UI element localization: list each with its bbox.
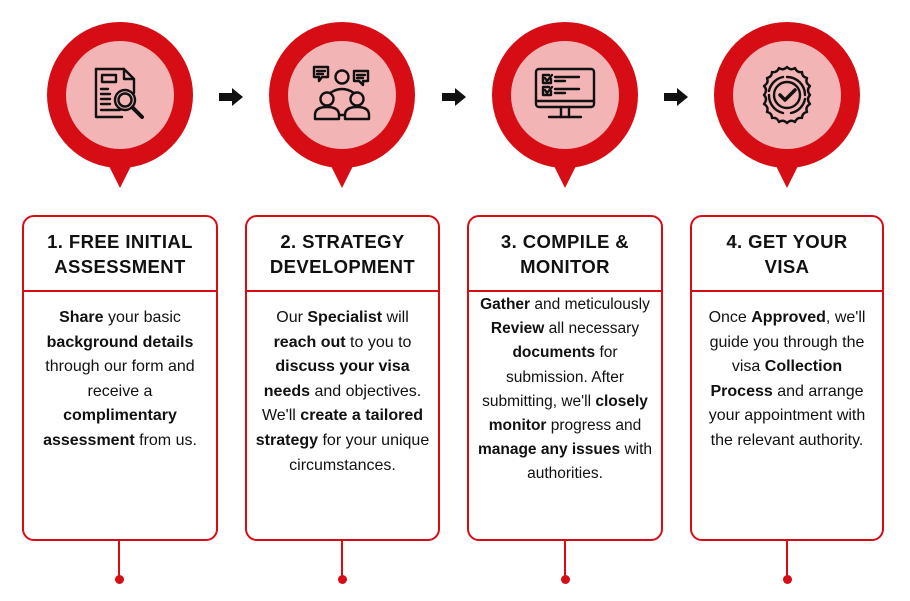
body-text: will bbox=[382, 309, 409, 326]
connector-line bbox=[786, 541, 788, 578]
right-arrow-icon bbox=[219, 88, 243, 106]
body-text: from us. bbox=[134, 431, 197, 449]
body-text: your basic bbox=[103, 309, 181, 326]
document-search-icon bbox=[94, 67, 144, 119]
connector-dot bbox=[560, 575, 570, 584]
emphasis-text: Gather bbox=[480, 296, 531, 313]
pin-inner-circle bbox=[288, 41, 396, 149]
body-text: and objectives. We'll bbox=[261, 382, 422, 425]
monitor-checklist-icon bbox=[534, 67, 596, 119]
step-description: Once Approved, we'll guide you through t… bbox=[692, 292, 882, 454]
body-text: Our bbox=[276, 309, 308, 326]
pin-inner-circle bbox=[66, 41, 174, 149]
emphasis-text: reach out bbox=[273, 333, 346, 351]
emphasis-text: discuss your visa needs bbox=[263, 358, 410, 400]
emphasis-text: Approved bbox=[751, 309, 826, 326]
emphasis-text: Collection Process bbox=[710, 358, 843, 400]
emphasis-text: complimentary assessment bbox=[43, 407, 177, 449]
body-text: and arrange your appointment with the re… bbox=[708, 382, 866, 449]
body-text: for submission. After submitting, we'll bbox=[482, 344, 625, 410]
pin-pointer bbox=[773, 160, 801, 188]
connector-dot bbox=[114, 575, 124, 584]
connector-dot bbox=[782, 575, 792, 584]
body-text: progress and bbox=[546, 417, 642, 435]
connector-line bbox=[341, 541, 343, 578]
step-3-pin bbox=[492, 22, 638, 188]
pin-pointer bbox=[106, 160, 134, 188]
body-text: through our form and receive a bbox=[45, 358, 195, 400]
step-1-pin bbox=[47, 22, 193, 188]
pin-inner-circle bbox=[511, 41, 619, 149]
connector-line bbox=[564, 541, 566, 578]
emphasis-text: documents bbox=[512, 344, 596, 362]
emphasis-text: background details bbox=[46, 333, 194, 351]
emphasis-text: Review bbox=[490, 320, 545, 338]
body-text: , we'll guide you through the visa bbox=[709, 309, 866, 376]
step-2-pin bbox=[269, 22, 415, 188]
connector-line bbox=[118, 541, 120, 578]
right-arrow-icon bbox=[664, 88, 688, 106]
body-text: for your unique circumstances. bbox=[289, 431, 430, 474]
emphasis-text: create a tailored strategy bbox=[255, 407, 424, 449]
step-description: Share your basic background details thro… bbox=[24, 292, 216, 454]
body-text: Once bbox=[708, 309, 752, 326]
step-description: Gather and meticulously Review all neces… bbox=[469, 292, 661, 487]
pin-pointer bbox=[551, 160, 579, 188]
right-arrow-icon bbox=[442, 88, 466, 106]
team-discussion-icon bbox=[312, 65, 371, 121]
emphasis-text: Specialist bbox=[307, 309, 383, 326]
body-text: to you to bbox=[345, 333, 412, 351]
emphasis-text: manage any issues bbox=[477, 441, 621, 459]
approved-badge-icon bbox=[762, 65, 812, 125]
connector-dot bbox=[337, 575, 347, 584]
step-4-pin bbox=[714, 22, 860, 188]
body-text: with authorities. bbox=[527, 441, 653, 483]
pin-inner-circle bbox=[733, 41, 841, 149]
emphasis-text: Share bbox=[59, 309, 104, 326]
body-text: and meticulously bbox=[530, 296, 650, 313]
body-text: all necessary bbox=[544, 320, 640, 338]
emphasis-text: closely monitor bbox=[488, 392, 648, 435]
step-description: Our Specialist will reach out to you to … bbox=[247, 292, 438, 478]
pin-pointer bbox=[328, 160, 356, 188]
step-title: 3. COMPILE &MONITOR bbox=[469, 217, 661, 292]
step-3-card: 3. COMPILE &MONITOR Gather and meticulou… bbox=[467, 215, 663, 541]
